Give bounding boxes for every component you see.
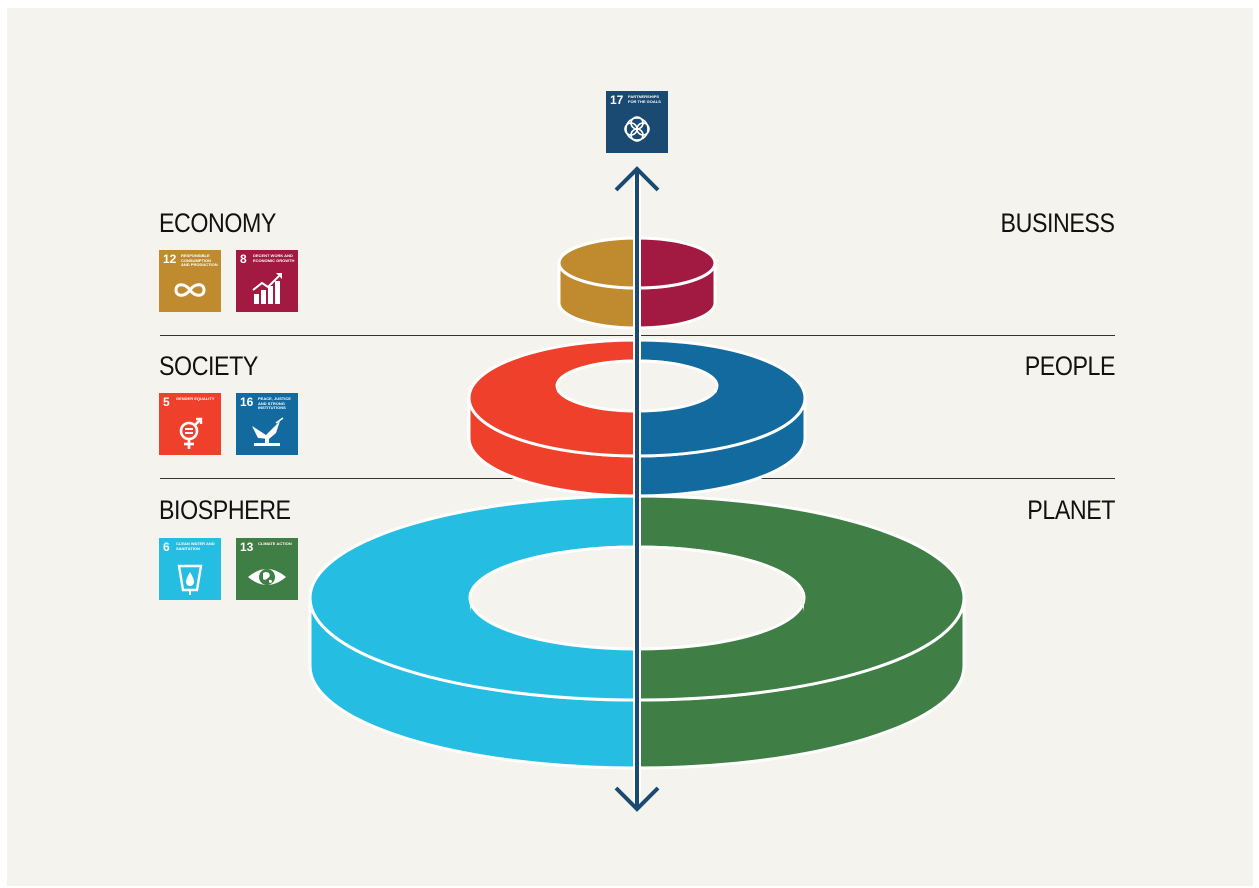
infinity-icon: [174, 283, 206, 297]
sdg-13-number: 13: [240, 540, 254, 554]
society-people-ring: [467, 338, 807, 498]
sdg-6-tile: 6 Clean water and sanitation: [159, 538, 221, 600]
sdg-6-number: 6: [163, 540, 170, 554]
sdg-5-number: 5: [163, 395, 170, 409]
business-label: BUSINESS: [1001, 208, 1115, 238]
sdg-13-tile: 13 Climate action: [236, 538, 298, 600]
sdg-17-tile: 17 Partnerships for the goals: [606, 91, 668, 153]
earth-eye-icon: [248, 569, 286, 585]
water-drop-icon: [177, 564, 203, 595]
sdg-8-number: 8: [240, 252, 247, 266]
economy-cylinder-top: [557, 236, 639, 290]
biosphere-label: BIOSPHERE: [159, 495, 291, 525]
vertical-axis: [614, 166, 660, 812]
sdg-8-title: Decent work and economic growth: [253, 253, 295, 263]
dove-icon: [252, 417, 284, 446]
sdg-16-number: 16: [240, 395, 254, 409]
society-label: SOCIETY: [159, 351, 258, 381]
sdg-6-title: Clean water and sanitation: [176, 541, 215, 551]
sdg-16-tile: 16 Peace, justice and strong institution…: [236, 393, 298, 455]
sdg-12-tile: 12 Responsible consumption and productio…: [159, 250, 221, 312]
sdg-12-title: Responsible consumption and production: [181, 253, 218, 268]
economy-label: ECONOMY: [159, 208, 276, 238]
growth-chart-icon: [252, 273, 282, 304]
planet-label: PLANET: [1027, 495, 1115, 525]
sdg-8-tile: 8 Decent work and economic growth: [236, 250, 298, 312]
planet-ring-hole-wall: [637, 547, 804, 613]
business-cylinder-top: [635, 236, 717, 290]
down-arrow-icon: [614, 786, 660, 812]
economy-business-cylinder: [557, 236, 717, 330]
biosphere-planet-ring: [308, 494, 966, 770]
sdg-5-tile: 5 Gender equality: [159, 393, 221, 455]
sdg-13-title: Climate action: [258, 541, 292, 546]
sdg-12-number: 12: [163, 252, 177, 266]
biosphere-ring-hole-wall: [470, 547, 637, 613]
sdg-5-title: Gender equality: [176, 396, 215, 401]
stacked-rings: [308, 166, 966, 812]
up-arrow-icon: [614, 166, 660, 192]
sdg-wedding-cake-diagram: ECONOMY SOCIETY BIOSPHERE BUSINESS PEOPL…: [7, 8, 1253, 886]
people-label: PEOPLE: [1024, 351, 1116, 381]
sdg-17-title: Partnerships for the goals: [628, 94, 661, 104]
sdg-16-title: Peace, justice and strong institutions: [258, 396, 291, 411]
sdg-17-number: 17: [610, 93, 624, 107]
gender-equality-icon: [179, 417, 203, 449]
partnership-rings-icon: [624, 116, 650, 142]
